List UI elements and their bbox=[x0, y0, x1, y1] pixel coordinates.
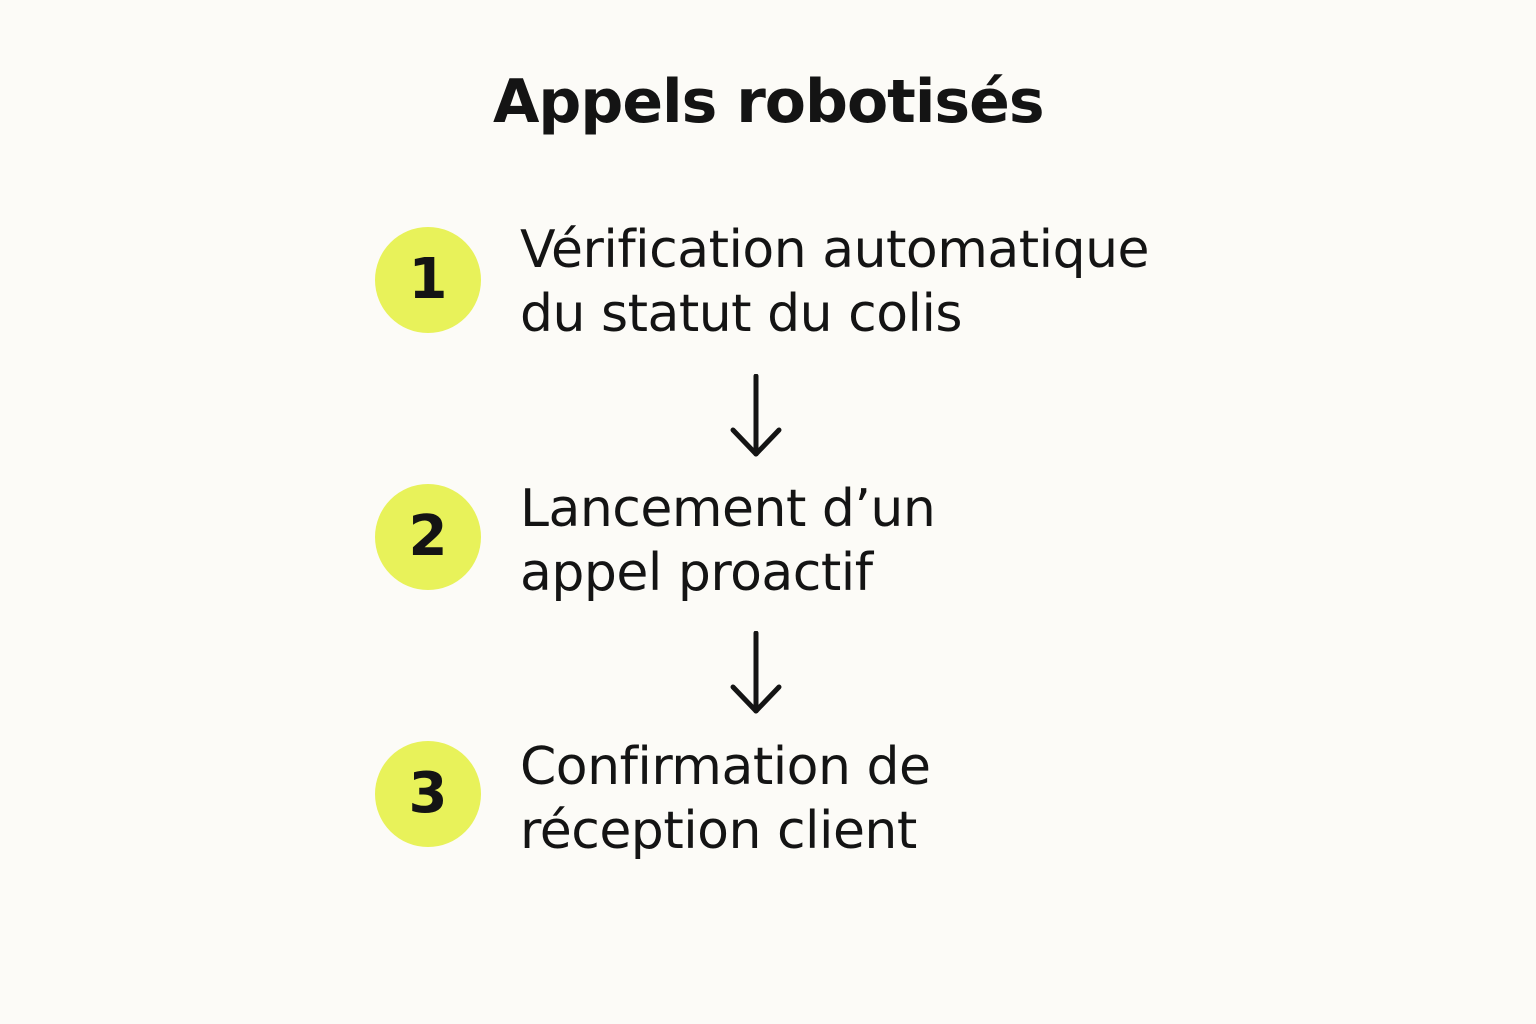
step-2-label-line-2: appel proactif bbox=[520, 543, 873, 603]
step-2-label: Lancement d’un appel proactif bbox=[520, 477, 936, 605]
step-2-number: 2 bbox=[408, 504, 448, 569]
step-1-number: 1 bbox=[408, 247, 448, 312]
step-3-label-line-1: Confirmation de bbox=[520, 737, 931, 797]
step-1-label-line-1: Vérification automatique bbox=[520, 220, 1150, 280]
step-2-label-line-1: Lancement d’un bbox=[520, 479, 936, 539]
step-3-number: 3 bbox=[408, 761, 448, 826]
step-3-badge: 3 bbox=[375, 741, 481, 847]
diagram-title: Appels robotisés bbox=[493, 67, 1045, 137]
step-1-label-line-2: du statut du colis bbox=[520, 284, 963, 344]
step-1-badge: 1 bbox=[375, 227, 481, 333]
arrow-down-icon bbox=[730, 374, 782, 457]
arrow-down-icon bbox=[730, 631, 782, 714]
step-1-label: Vérification automatique du statut du co… bbox=[520, 218, 1150, 346]
step-2-badge: 2 bbox=[375, 484, 481, 590]
step-3-label: Confirmation de réception client bbox=[520, 735, 931, 863]
step-3-label-line-2: réception client bbox=[520, 801, 917, 861]
